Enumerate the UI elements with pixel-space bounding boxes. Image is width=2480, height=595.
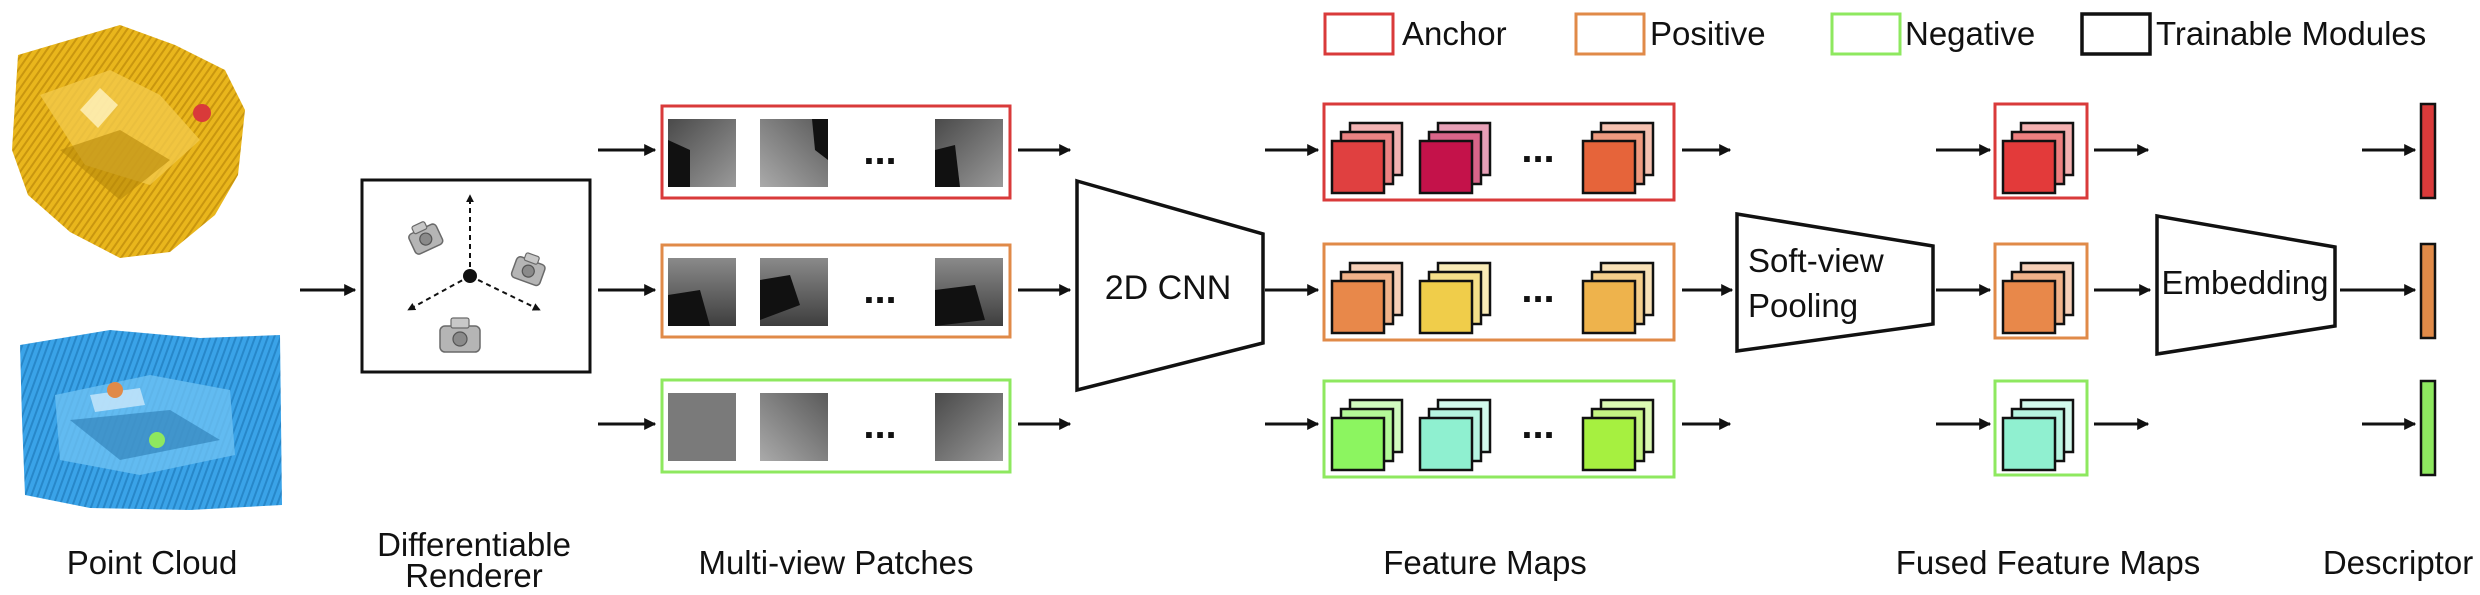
legend-anchor-label: Anchor bbox=[1402, 15, 1507, 52]
feature-map-layer bbox=[1418, 279, 1474, 335]
caption-renderer-line1: Differentiable bbox=[377, 526, 571, 563]
point-cloud-blue-positive-dot bbox=[107, 382, 123, 398]
caption-descriptor: Descriptor bbox=[2323, 544, 2473, 581]
camera-icon bbox=[439, 317, 481, 353]
fused-map-stack-positive bbox=[2001, 261, 2075, 335]
soft-view-pooling-module: Soft-view Pooling bbox=[1735, 211, 1935, 354]
legend-negative-swatch bbox=[1830, 12, 1902, 56]
feature-map-layer bbox=[1418, 416, 1474, 472]
patch-row-negative: ... bbox=[660, 378, 1012, 474]
feature-map-stack-positive bbox=[1418, 261, 1492, 335]
descriptor-positive bbox=[2419, 242, 2437, 340]
patch-ellipsis: ... bbox=[863, 129, 896, 173]
feature-map-layer bbox=[1581, 416, 1637, 472]
caption-point-cloud: Point Cloud bbox=[67, 544, 238, 581]
legend-positive-label: Positive bbox=[1650, 15, 1766, 52]
descriptor-anchor bbox=[2419, 102, 2437, 200]
feature-map-stack-positive bbox=[1330, 261, 1404, 335]
embedding-module: Embedding bbox=[2155, 213, 2337, 357]
patch-ellipsis: ... bbox=[863, 403, 896, 447]
caption-renderer-line2: Renderer bbox=[405, 557, 543, 594]
feature-map-stacks bbox=[1330, 121, 1655, 472]
feature-map-layer bbox=[1418, 139, 1474, 195]
depth-patch bbox=[935, 393, 1003, 461]
point-cloud-yellow bbox=[12, 25, 245, 258]
feature-map-layer bbox=[2001, 279, 2057, 335]
pooling-label-line2: Pooling bbox=[1748, 287, 1858, 324]
fm-ellipsis: ... bbox=[1521, 403, 1554, 447]
feature-map-stack-anchor bbox=[1330, 121, 1404, 195]
camera-icon bbox=[408, 221, 444, 255]
feature-map-layer bbox=[2001, 416, 2057, 472]
caption-feature-maps: Feature Maps bbox=[1383, 544, 1587, 581]
feature-map-layer bbox=[1581, 139, 1637, 195]
patch-ellipsis: ... bbox=[863, 268, 896, 312]
cnn-label: 2D CNN bbox=[1105, 269, 1232, 307]
feature-map-layer bbox=[2001, 139, 2057, 195]
legend: Anchor Positive Negative Trainable Modul… bbox=[1323, 12, 2426, 56]
legend-trainable-label: Trainable Modules bbox=[2156, 15, 2426, 52]
feature-map-stack-negative bbox=[1330, 398, 1404, 472]
caption-fused: Fused Feature Maps bbox=[1896, 544, 2200, 581]
fm-ellipsis: ... bbox=[1521, 267, 1554, 311]
patch-row-positive: ... bbox=[660, 243, 1012, 339]
depth-patch bbox=[760, 393, 828, 461]
legend-positive-swatch bbox=[1574, 12, 1646, 56]
feature-map-stack-positive bbox=[1581, 261, 1655, 335]
fused-map-stack-anchor bbox=[2001, 121, 2075, 195]
fused-map-stack-negative bbox=[2001, 398, 2075, 472]
feature-map-layer bbox=[1330, 279, 1386, 335]
cnn-module: 2D CNN bbox=[1075, 178, 1265, 393]
point-cloud-yellow-anchor-dot bbox=[193, 104, 211, 122]
feature-map-stack-anchor bbox=[1418, 121, 1492, 195]
point-cloud-blue bbox=[20, 330, 282, 510]
differentiable-renderer bbox=[360, 178, 592, 374]
descriptor-negative bbox=[2419, 379, 2437, 477]
feature-map-stack-negative bbox=[1581, 398, 1655, 472]
renderer-center-point bbox=[463, 269, 477, 283]
feature-map-stack-anchor bbox=[1581, 121, 1655, 195]
fm-ellipsis: ... bbox=[1521, 127, 1554, 171]
feature-map-layer bbox=[1330, 416, 1386, 472]
embedding-label: Embedding bbox=[2162, 264, 2329, 301]
caption-patches: Multi-view Patches bbox=[698, 544, 973, 581]
patch-row-anchor: ... bbox=[660, 104, 1012, 200]
camera-icon bbox=[510, 252, 546, 287]
legend-negative-label: Negative bbox=[1905, 15, 2035, 52]
legend-trainable-swatch bbox=[2080, 12, 2152, 56]
point-cloud-blue-negative-dot bbox=[149, 432, 165, 448]
feature-map-stack-negative bbox=[1418, 398, 1492, 472]
feature-map-layer bbox=[1581, 279, 1637, 335]
legend-anchor-swatch bbox=[1323, 12, 1395, 56]
depth-patch bbox=[668, 393, 736, 461]
pooling-label-line1: Soft-view bbox=[1748, 242, 1884, 279]
fused-map-stacks bbox=[2001, 121, 2075, 472]
feature-map-layer bbox=[1330, 139, 1386, 195]
